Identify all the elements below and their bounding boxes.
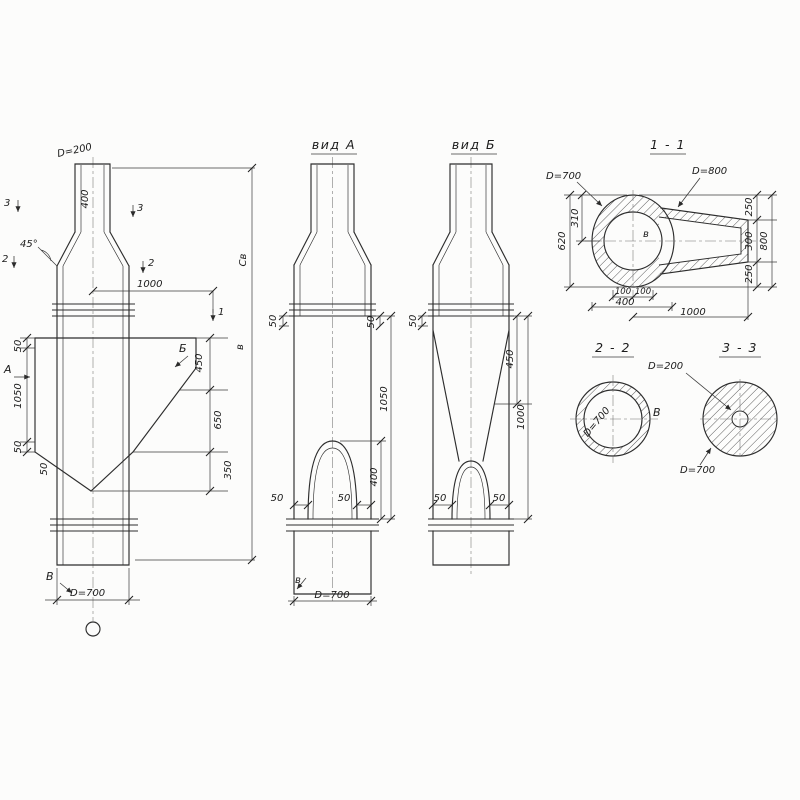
dim-label-620: 620 xyxy=(557,231,568,250)
dim-label-50-arch-right: 50 xyxy=(338,493,351,504)
dim-label-d200: D=200 xyxy=(56,142,93,160)
section-marker-1-right: 1 xyxy=(218,307,224,318)
dim-label-50-lower: 50 xyxy=(13,441,24,454)
dim-label-50-arch-left: 50 xyxy=(271,493,284,504)
datum-circle xyxy=(85,621,101,637)
pipe-outline xyxy=(293,163,372,595)
pipe-outline xyxy=(432,163,510,566)
dim-label-400: 400 xyxy=(80,189,91,208)
dim-label-d700: D=700 xyxy=(70,588,105,599)
dimension-lines xyxy=(20,167,255,605)
dim-label-1050: 1050 xyxy=(379,386,390,411)
dimension-lines xyxy=(279,153,395,606)
main-elevation-view: D=200 400 3 3 2 2 1 45° 50 1050 50 50 А … xyxy=(2,142,257,637)
flange-bottom xyxy=(50,518,138,532)
centerlines xyxy=(570,375,658,463)
view-a: вид А 50 50 1050 400 50 50 в D=700 xyxy=(268,137,396,606)
dim-label-300: 300 xyxy=(744,231,755,250)
label-v-small: в xyxy=(643,229,649,240)
section-marker-3-left: 3 xyxy=(4,198,10,209)
flanges xyxy=(286,303,379,532)
dim-label-1000: 1000 xyxy=(137,279,162,290)
view-v-arrow xyxy=(59,582,73,594)
section-1-1: 1 - 1 D=700 D=800 620 310 250 300 250 80… xyxy=(546,137,777,322)
dimension-ticks xyxy=(565,190,777,322)
section-marker-2-left: 2 xyxy=(2,254,8,265)
d700-leader xyxy=(576,181,603,207)
hopper-outline xyxy=(34,337,197,492)
dim-label-100-left: 100 xyxy=(615,287,631,297)
dim-label-50-left: 50 xyxy=(408,315,419,328)
dim-label-100-right: 100 xyxy=(635,287,651,297)
dim-label-400: 400 xyxy=(615,297,634,308)
dim-label-d800: D=800 xyxy=(692,166,727,177)
label-v-cap: В xyxy=(653,406,661,419)
centerlines xyxy=(585,190,762,298)
section-2-title: 2 - 2 xyxy=(595,340,631,355)
centerlines xyxy=(700,379,780,459)
section-2-2: 2 - 2 D=700 В xyxy=(570,340,661,463)
pipe-outline xyxy=(56,163,130,566)
d800-leader xyxy=(677,177,701,208)
dim-label-50-spout: 50 xyxy=(39,463,50,476)
view-b-arrow xyxy=(174,355,189,368)
section-marker-3-right: 3 xyxy=(137,203,143,214)
dim-label-50-left: 50 xyxy=(268,315,279,328)
flange-top xyxy=(52,303,135,317)
dim-label-450: 450 xyxy=(194,353,205,372)
dim-label-50-arch-right: 50 xyxy=(493,493,506,504)
dimension-ticks xyxy=(278,311,396,606)
dim-label-250-top: 250 xyxy=(744,197,755,216)
label-v-small: в xyxy=(295,575,301,586)
dim-label-250-bottom: 250 xyxy=(744,264,755,283)
dim-label-d700: D=700 xyxy=(546,171,581,182)
label-weld: Св xyxy=(238,253,249,266)
flanges xyxy=(428,303,514,532)
view-label-v: В xyxy=(46,570,54,583)
dim-label-310: 310 xyxy=(570,208,581,227)
view-label-b: Б xyxy=(179,342,187,355)
dim-label-800: 800 xyxy=(759,231,770,250)
dim-label-50-upper: 50 xyxy=(13,340,24,353)
dim-label-1050: 1050 xyxy=(13,383,24,408)
dim-label-400: 400 xyxy=(369,467,380,486)
section-marker-2-right: 2 xyxy=(148,258,154,269)
section-3-title: 3 - 3 xyxy=(722,340,758,355)
view-a-title: вид А xyxy=(312,137,356,152)
dimension-ticks xyxy=(22,163,257,605)
pipe-inner-wall xyxy=(299,165,366,520)
dim-label-1000: 1000 xyxy=(516,404,527,429)
dim-label-350: 350 xyxy=(223,460,234,479)
label-v-small: в xyxy=(235,344,246,350)
dim-label-d700: D=700 xyxy=(314,590,349,601)
dim-label-d700: D=700 xyxy=(680,465,715,476)
angle-label: 45° xyxy=(20,239,38,250)
dim-label-d200: D=200 xyxy=(648,361,683,372)
pipe-inner-wall xyxy=(62,165,124,565)
dim-label-650: 650 xyxy=(213,410,224,429)
d700-leader xyxy=(699,447,712,466)
dimension-lines xyxy=(418,153,532,520)
view-b-title: вид Б xyxy=(452,137,496,152)
section-3-3: 3 - 3 D=200 D=700 xyxy=(648,340,780,476)
dim-label-50-right: 50 xyxy=(366,316,377,329)
view-label-a: А xyxy=(3,363,12,376)
view-b: вид Б 50 450 1000 50 50 xyxy=(408,137,533,576)
pipe-inner-wall xyxy=(438,165,504,520)
section-1-title: 1 - 1 xyxy=(650,137,686,152)
dim-label-450: 450 xyxy=(505,349,516,368)
d200-leader xyxy=(685,372,732,411)
view-v-arrow xyxy=(296,577,307,590)
dim-label-50-arch-left: 50 xyxy=(434,493,447,504)
dimension-ticks xyxy=(417,311,533,524)
dim-label-1000: 1000 xyxy=(680,307,705,318)
